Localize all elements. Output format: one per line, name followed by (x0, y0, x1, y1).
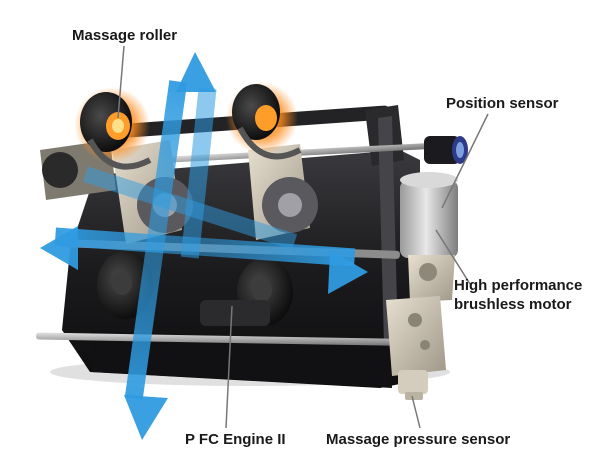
four-direction-movement-arrows (40, 52, 368, 440)
leader-line-position (441, 113, 489, 209)
leader-line-roller (117, 45, 125, 119)
leader-line-motor (435, 229, 471, 285)
massage-roller-label: Massage roller (72, 27, 178, 44)
pressure-sensor-label: Massage pressure sensor (326, 431, 511, 448)
position-sensor-label: Position sensor (446, 95, 559, 112)
motor-label-line-1: High performance (454, 277, 583, 294)
motor-assembly (386, 172, 458, 400)
engine-label: P FC Engine II (185, 431, 286, 448)
leader-line-pressure (411, 395, 421, 429)
motor-label-line-2: brushless motor (454, 296, 572, 313)
leader-line-engine (225, 305, 233, 429)
motor-label: High performance brushless motor (454, 276, 582, 314)
leader-lines (117, 45, 489, 429)
position-sensor (424, 136, 468, 164)
